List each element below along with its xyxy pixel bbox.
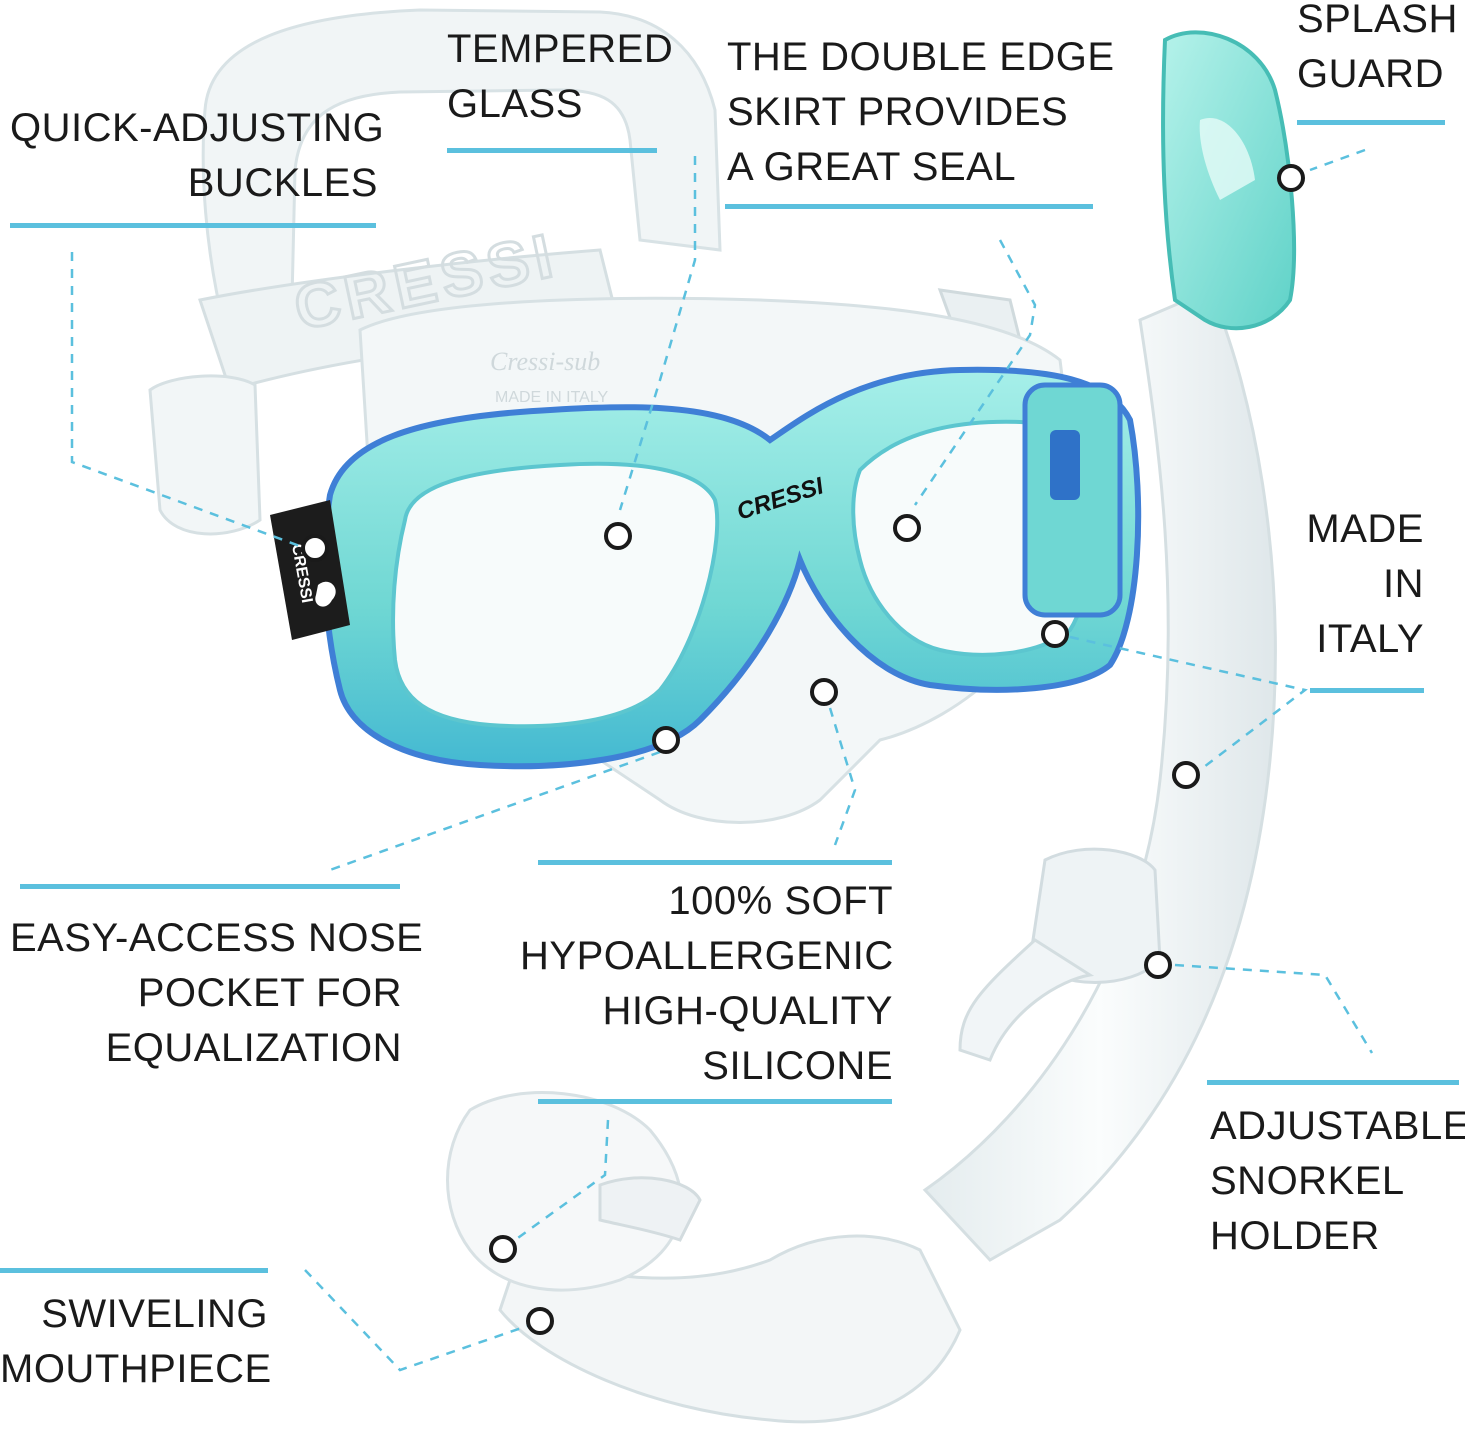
callout-line: A GREAT SEAL <box>727 145 1017 189</box>
callout-line: SPLASH <box>1297 0 1458 41</box>
leader-buckles <box>70 252 306 550</box>
leader-mouthpiece-bottom <box>304 1269 531 1372</box>
callout-line: EQUALIZATION <box>105 1026 402 1070</box>
leader-lines <box>70 148 1374 1372</box>
callout-snorkel-holder: ADJUSTABLE SNORKEL HOLDER <box>1210 1099 1465 1264</box>
callout-line: MOUTHPIECE <box>0 1347 272 1391</box>
rule-quick-adjusting-buckles <box>10 223 376 228</box>
point-made-in-italy-tube <box>1172 761 1200 789</box>
point-buckles <box>301 534 329 562</box>
rule-soft-silicone-bottom <box>538 1099 892 1104</box>
callout-swiveling-mouthpiece: SWIVELING MOUTHPIECE <box>0 1287 272 1397</box>
callout-line: BUCKLES <box>187 161 378 205</box>
point-tempered-glass <box>604 522 632 550</box>
callout-line: EASY-ACCESS NOSE <box>10 916 424 960</box>
rule-tempered-glass <box>447 148 657 153</box>
point-mouthpiece-bottom <box>526 1307 554 1335</box>
callout-soft-silicone: 100% SOFT HYPOALLERGENIC HIGH-QUALITY SI… <box>520 874 893 1094</box>
callout-line: ITALY <box>1316 617 1424 661</box>
callout-line: IN <box>1383 562 1424 606</box>
rule-snorkel-holder <box>1207 1080 1459 1085</box>
callout-quick-adjusting-buckles: QUICK-ADJUSTING BUCKLES <box>10 101 385 211</box>
leader-mouthpiece-top <box>514 1119 610 1242</box>
leader-made-in-italy <box>1069 635 1308 771</box>
callout-double-edge-skirt: THE DOUBLE EDGE SKIRT PROVIDES A GREAT S… <box>727 30 1115 195</box>
leader-tempered-glass <box>618 156 697 511</box>
callout-made-in-italy: MADE IN ITALY <box>1180 502 1424 667</box>
callout-line: SWIVELING <box>41 1292 268 1336</box>
lens-made-text: MADE IN ITALY <box>495 389 609 406</box>
callout-splash-guard: SPLASH GUARD <box>1297 0 1458 102</box>
mask-frame: CRESSI <box>321 366 1142 770</box>
callout-line: GUARD <box>1297 52 1444 96</box>
rule-splash-guard <box>1297 120 1445 125</box>
callout-nose-pocket: EASY-ACCESS NOSE POCKET FOR EQUALIZATION <box>10 911 424 1076</box>
point-double-edge-skirt <box>893 514 921 542</box>
callout-line: HYPOALLERGENIC <box>520 934 894 978</box>
callout-line: SKIRT PROVIDES <box>727 90 1069 134</box>
rule-made-in-italy <box>1310 688 1424 693</box>
callout-line: SNORKEL <box>1210 1159 1405 1203</box>
callout-line: MADE <box>1306 507 1424 551</box>
point-nose-pocket <box>652 726 680 754</box>
leader-double-edge-skirt <box>913 239 1037 506</box>
callout-line: POCKET FOR <box>137 971 402 1015</box>
callout-line: SILICONE <box>702 1044 893 1088</box>
point-mouthpiece-top <box>489 1235 517 1263</box>
point-snorkel-holder <box>1144 951 1172 979</box>
callout-line: QUICK-ADJUSTING <box>10 106 385 150</box>
lens-brand-text: Cressi-sub <box>490 347 600 376</box>
callout-tempered-glass: TEMPERED GLASS <box>447 22 673 132</box>
snorkel <box>446 30 1297 1424</box>
callout-line: HIGH-QUALITY <box>602 989 893 1033</box>
callout-line: GLASS <box>447 82 583 126</box>
callout-line: ADJUSTABLE <box>1210 1104 1465 1148</box>
callout-line: THE DOUBLE EDGE <box>727 35 1115 79</box>
callout-points <box>301 164 1305 1335</box>
rule-swiveling-mouthpiece <box>0 1268 268 1273</box>
leader-soft-silicone <box>828 707 857 846</box>
point-splash-guard <box>1277 164 1305 192</box>
callout-line: HOLDER <box>1210 1214 1380 1258</box>
point-soft-silicone <box>810 678 838 706</box>
leader-snorkel-holder <box>1174 963 1374 1054</box>
leader-nose-pocket <box>329 750 661 872</box>
point-made-in-italy <box>1041 620 1069 648</box>
callout-line: TEMPERED <box>447 27 674 71</box>
rule-nose-pocket <box>20 884 400 889</box>
rule-double-edge-skirt <box>725 204 1093 209</box>
callout-line: 100% SOFT <box>668 879 893 923</box>
rule-soft-silicone-top <box>538 860 892 865</box>
leader-splash-guard <box>1309 148 1366 172</box>
